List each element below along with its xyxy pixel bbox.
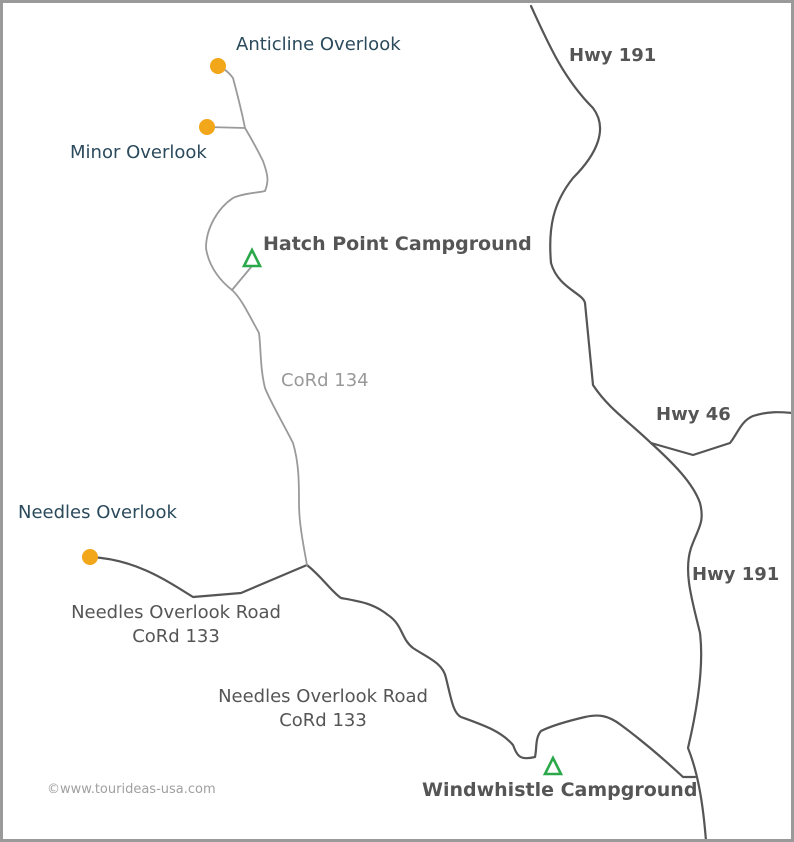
needles-road-label-1: Needles Overlook Road CoRd 133 — [56, 601, 296, 649]
needles-road-number-1: CoRd 133 — [132, 626, 220, 647]
needles-overlook-road — [88, 555, 697, 779]
minor-overlook-marker[interactable] — [199, 119, 215, 135]
minor-overlook-label: Minor Overlook — [70, 142, 207, 163]
hwy-191-south-label: Hwy 191 — [692, 564, 780, 585]
hatch-point-campground-icon[interactable] — [241, 247, 263, 268]
windwhistle-campground-icon[interactable] — [542, 755, 564, 776]
road-network — [82, 4, 791, 839]
needles-road-name-1: Needles Overlook Road — [71, 602, 281, 623]
needles-road-number-2: CoRd 133 — [279, 710, 367, 731]
needles-road-label-2: Needles Overlook Road CoRd 133 — [203, 685, 443, 733]
needles-road-name-2: Needles Overlook Road — [218, 686, 428, 707]
cord-134-road — [205, 65, 308, 566]
windwhistle-campground-label: Windwhistle Campground — [422, 779, 698, 801]
hatch-point-spur — [231, 265, 253, 291]
copyright-text: ©www.tourideas-usa.com — [47, 782, 216, 797]
cord-134-label: CoRd 134 — [281, 370, 369, 391]
hwy-191-north-label: Hwy 191 — [569, 45, 657, 66]
needles-overlook-label: Needles Overlook — [18, 502, 177, 523]
hwy-191-road — [529, 4, 707, 839]
hwy-46-label: Hwy 46 — [656, 404, 731, 425]
hatch-point-campground-label: Hatch Point Campground — [263, 233, 532, 255]
needles-overlook-marker[interactable] — [82, 549, 98, 565]
anticline-overlook-marker[interactable] — [210, 58, 226, 74]
hwy-46-road — [649, 411, 791, 457]
anticline-overlook-label: Anticline Overlook — [236, 34, 401, 55]
